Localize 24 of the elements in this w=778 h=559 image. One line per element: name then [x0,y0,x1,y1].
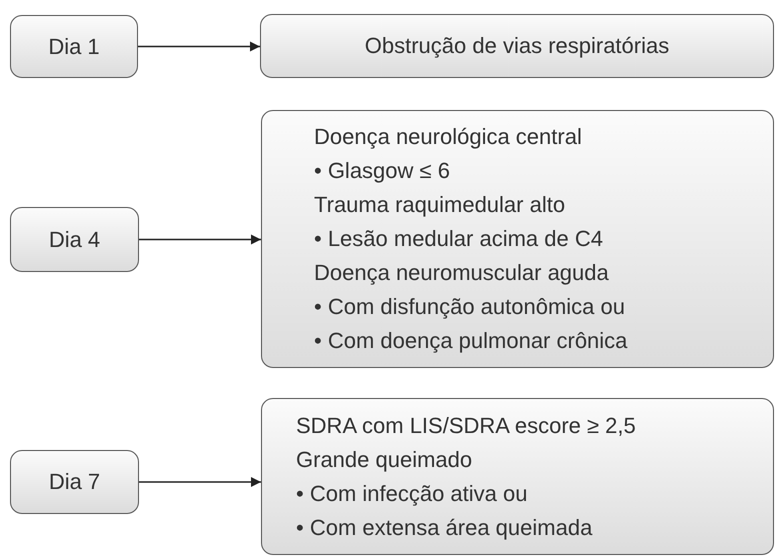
criteria-text: SDRA com LIS/SDRA escore ≥ 2,5 [296,412,636,440]
criteria-text: Doença neurológica central [314,123,582,151]
arrow [139,477,261,487]
criteria-text: • Com doença pulmonar crônica [314,327,628,355]
criteria-text: • Lesão medular acima de C4 [314,225,603,253]
box-label: Dia 1 [48,32,100,60]
box-label: Dia 7 [48,468,100,496]
process-box [260,14,774,78]
arrow [138,42,260,52]
process-box [10,207,139,272]
arrow [139,234,261,244]
criteria-text: Doença neuromuscular aguda [314,259,609,287]
criteria-text: Trauma raquimedular alto [314,191,566,219]
box-label: Obstrução de vias respiratórias [364,32,670,60]
criteria-text: • Com extensa área queimada [296,514,592,542]
criteria-text: Grande queimado [296,446,472,474]
criteria-box [261,398,774,555]
process-box [10,15,138,78]
criteria-text: • Com infecção ativa ou [296,480,528,508]
box-label: Dia 4 [48,226,100,254]
criteria-text: • Com disfunção autonômica ou [314,293,625,321]
criteria-box [261,110,774,368]
criteria-text: • Glasgow ≤ 6 [314,157,450,185]
process-box [10,450,139,514]
